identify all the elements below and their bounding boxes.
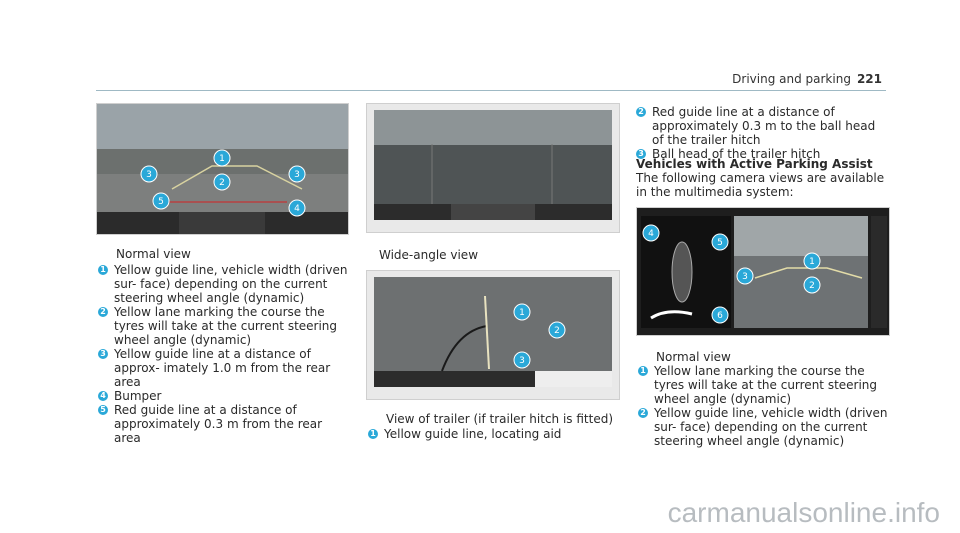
camera-wide-angle-image: [366, 103, 620, 233]
label-2: 2: [809, 281, 815, 291]
running-header: Driving and parking 221: [732, 72, 882, 86]
label-1: 1: [519, 308, 525, 318]
label-6: 6: [717, 311, 723, 321]
section-intro: The following camera views are available…: [636, 171, 885, 199]
label-3-right: 3: [294, 170, 300, 180]
page-header: Driving and parking 221: [0, 0, 960, 86]
header-rule: [96, 90, 886, 91]
callout-number: 2: [638, 408, 648, 418]
label-2: 2: [554, 326, 560, 336]
label-4: 4: [648, 229, 654, 239]
label-1: 1: [219, 154, 225, 164]
label-5: 5: [717, 238, 723, 248]
callout-number: 2: [98, 307, 108, 317]
label-1: 1: [809, 257, 815, 267]
label-3: 3: [742, 272, 748, 282]
callout-number: 4: [98, 391, 108, 401]
callout-number: 1: [368, 429, 378, 439]
wide-angle-caption: Wide-angle view: [379, 248, 479, 262]
trailer-caption: View of trailer (if trailer hitch is fit…: [386, 412, 614, 426]
callout-number: 1: [638, 366, 648, 376]
section-title: Driving and parking: [732, 72, 851, 86]
active-parking-assist-image: 4 5 6 1 2 3: [636, 207, 890, 336]
callout-number: 5: [98, 405, 108, 415]
camera-trailer-view-image: 1 2 3: [366, 270, 620, 400]
callout-number: 2: [636, 107, 646, 117]
page-number: 221: [856, 72, 882, 86]
col1-caption: Normal view: [116, 247, 191, 261]
label-3-left: 3: [146, 170, 152, 180]
camera-normal-view-image: 1 2 3 3 4 5: [96, 103, 349, 235]
callout-number: 3: [98, 349, 108, 359]
label-2: 2: [219, 178, 225, 188]
col3-caption: Normal view: [656, 350, 731, 364]
label-4: 4: [294, 204, 300, 214]
section-heading: Vehicles with Active Parking Assist: [636, 157, 873, 171]
callout-number: 3: [636, 149, 646, 159]
label-3: 3: [519, 356, 525, 366]
callout-number: 1: [98, 265, 108, 275]
watermark: carmanualsonline.info: [667, 497, 940, 528]
label-5: 5: [158, 197, 164, 207]
